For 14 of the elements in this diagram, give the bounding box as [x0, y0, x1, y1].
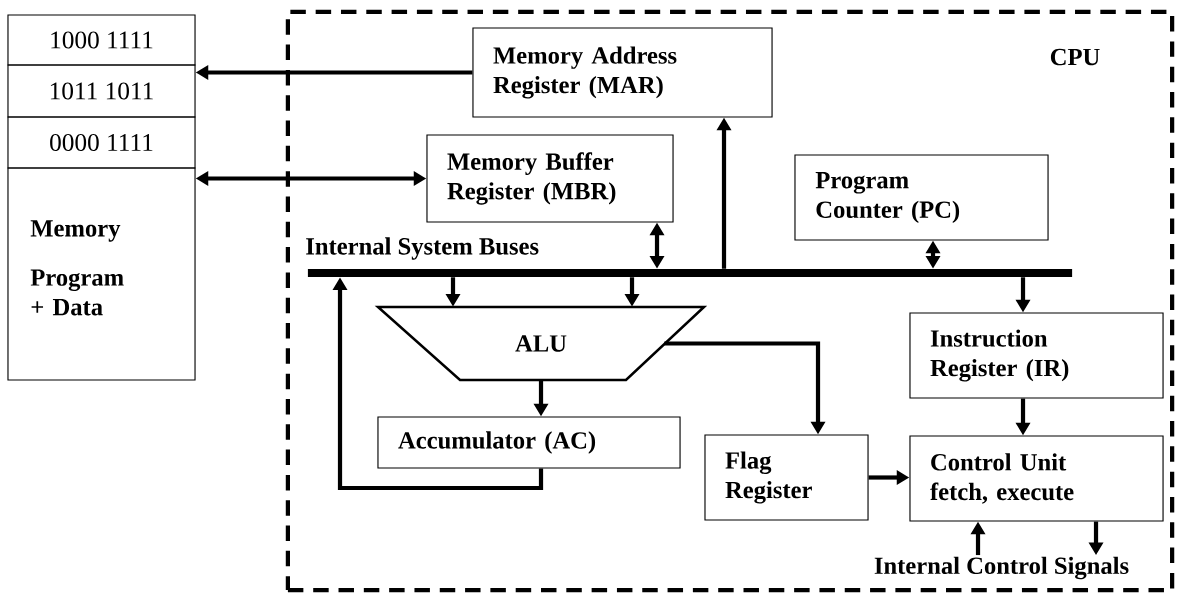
register-box: Control Unit fetch, execute: [909, 435, 1164, 522]
register-box: Instruction Register (IR): [909, 312, 1164, 399]
memory-cell: Memory Program + Data: [7, 167, 196, 381]
memory-cell: 1000 1111: [7, 14, 196, 66]
register-box: Flag Register: [704, 434, 869, 521]
register-box: Program Counter (PC): [794, 154, 1049, 241]
node-label: Internal System Buses: [306, 237, 539, 260]
register-box: Memory Buffer Register (MBR): [426, 134, 674, 223]
memory-cell: 1011 1011: [7, 64, 196, 118]
register-box: Memory Address Register (MAR): [472, 27, 773, 118]
control-signals-label: Internal Control Signals: [874, 556, 1129, 580]
system-bus: Internal System Buses: [306, 237, 1073, 277]
memory-cell: 0000 1111: [7, 116, 196, 169]
register-box: Accumulator (AC): [377, 416, 681, 469]
